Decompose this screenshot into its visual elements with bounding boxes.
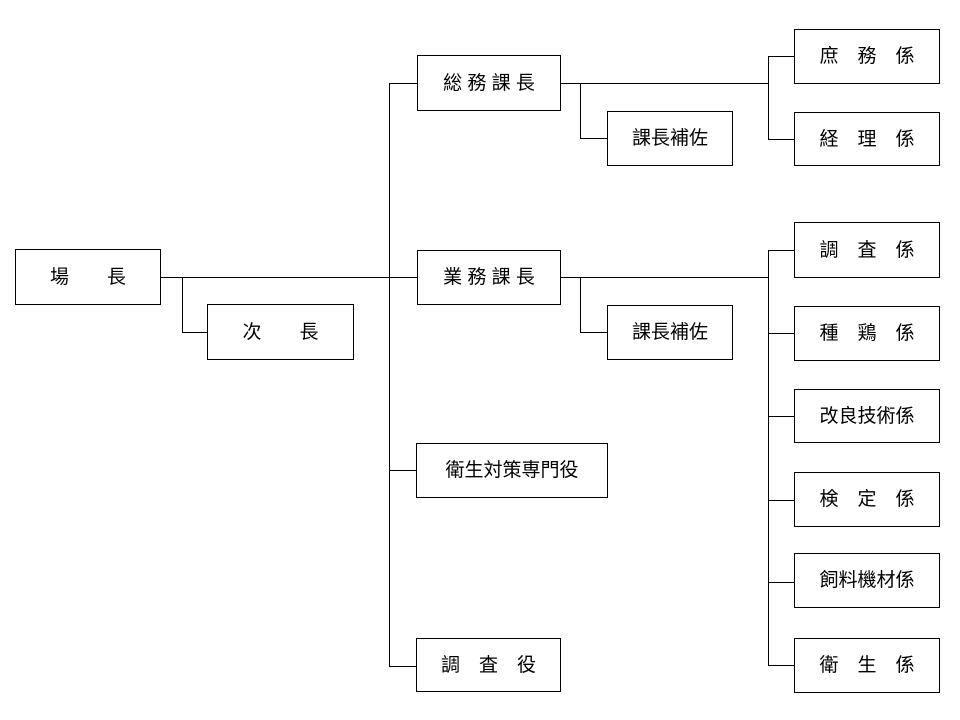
- org-box-accounting-section: 経 理 係: [794, 112, 940, 166]
- connector-line: [768, 139, 794, 140]
- org-box-assistant-chief-1: 課長補佐: [607, 111, 733, 166]
- org-box-label: 課長補佐: [631, 128, 708, 149]
- org-box-general-affairs-chief: 総 務 課 長: [417, 55, 561, 111]
- connector-line: [182, 277, 183, 332]
- connector-line: [389, 666, 416, 667]
- connector-line: [580, 277, 581, 332]
- connector-line: [768, 333, 794, 334]
- org-box-label: 種 鶏 係: [819, 323, 915, 344]
- org-box-label: 調 査 係: [819, 239, 915, 261]
- org-box-hygiene-specialist: 衛生対策専門役: [416, 443, 608, 498]
- connector-line: [580, 332, 607, 333]
- org-box-testing-section: 検 定 係: [794, 472, 940, 527]
- connector-line: [768, 416, 794, 417]
- org-box-general-affairs-section: 庶 務 係: [794, 29, 940, 84]
- connector-line: [768, 56, 769, 139]
- org-box-assistant-chief-2: 課長補佐: [607, 305, 733, 360]
- org-box-research-section: 調 査 係: [794, 222, 940, 278]
- org-box-improvement-technology-section: 改良技術係: [794, 389, 940, 443]
- org-box-hygiene-section: 衛 生 係: [794, 638, 940, 693]
- org-box-label: 経 理 係: [819, 128, 915, 150]
- org-box-label: 検 定 係: [819, 489, 915, 510]
- org-box-operations-chief: 業 務 課 長: [417, 250, 561, 305]
- connector-line: [389, 470, 416, 471]
- connector-line: [389, 83, 390, 666]
- org-box-label: 庶 務 係: [819, 46, 915, 67]
- org-box-label: 改良技術係: [819, 405, 915, 427]
- connector-line: [580, 138, 607, 139]
- connector-line: [768, 582, 794, 583]
- connector-line: [561, 83, 768, 84]
- connector-line: [580, 83, 581, 138]
- org-box-label: 飼料機材係: [819, 570, 915, 591]
- connector-line: [161, 277, 417, 278]
- connector-line: [389, 83, 417, 84]
- org-box-director: 場 長: [15, 249, 161, 305]
- connector-line: [768, 250, 769, 665]
- connector-line: [182, 332, 207, 333]
- org-box-label: 場 長: [49, 266, 126, 288]
- org-box-research-officer: 調 査 役: [416, 638, 561, 692]
- org-box-label: 課長補佐: [631, 322, 708, 343]
- org-box-label: 調 査 役: [440, 654, 536, 676]
- connector-line: [768, 250, 794, 251]
- connector-line: [768, 56, 794, 57]
- connector-line: [768, 665, 794, 666]
- org-box-label: 業 務 課 長: [443, 267, 535, 288]
- org-box-label: 衛 生 係: [819, 655, 915, 676]
- org-box-feed-equipment-section: 飼料機材係: [794, 553, 940, 608]
- connector-line: [768, 500, 794, 501]
- org-box-deputy-director: 次 長: [207, 304, 354, 360]
- org-box-label: 衛生対策専門役: [445, 460, 579, 481]
- org-box-label: 総 務 課 長: [443, 72, 535, 94]
- org-box-label: 次 長: [242, 321, 319, 343]
- connector-line: [561, 277, 768, 278]
- org-box-breeder-chicken-section: 種 鶏 係: [794, 306, 940, 361]
